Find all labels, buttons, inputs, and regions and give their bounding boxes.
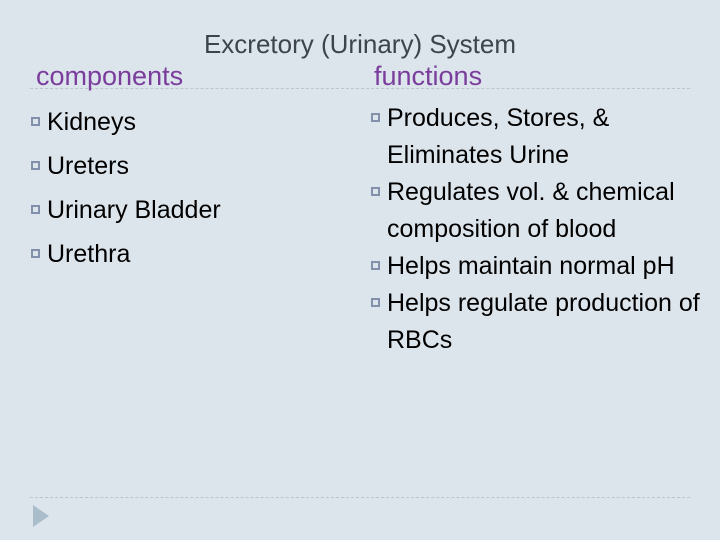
list-item-label: Urethra — [47, 240, 131, 268]
components-list: Kidneys Ureters Urinary Bladder Urethra — [30, 100, 360, 276]
hollow-square-bullet-icon — [371, 113, 380, 122]
hollow-square-bullet-icon — [371, 261, 380, 270]
page-title: Excretory (Urinary) System — [203, 29, 517, 59]
list-item: Produces, Stores, & Eliminates Urine — [370, 100, 700, 174]
footer-divider — [30, 497, 690, 498]
column-heading-components: components — [36, 61, 184, 91]
list-item-label: Kidneys — [47, 108, 136, 136]
functions-column: Produces, Stores, & Eliminates Urine Reg… — [370, 100, 700, 359]
hollow-square-bullet-icon — [31, 249, 40, 258]
list-item: Helps maintain normal pH — [370, 248, 700, 285]
hollow-square-bullet-icon — [371, 298, 380, 307]
list-item-label: Urinary Bladder — [47, 196, 221, 224]
list-item-label: Produces, Stores, & Eliminates Urine — [387, 104, 610, 169]
list-item-label: Helps regulate production of RBCs — [387, 289, 700, 354]
list-item: Kidneys — [30, 100, 360, 144]
column-heading-functions: functions — [374, 61, 483, 91]
list-item: Helps regulate production of RBCs — [370, 285, 700, 359]
list-item-label: Helps maintain normal pH — [387, 252, 675, 280]
hollow-square-bullet-icon — [31, 161, 40, 170]
components-column: Kidneys Ureters Urinary Bladder Urethra — [30, 100, 360, 276]
list-item: Ureters — [30, 144, 360, 188]
list-item: Urethra — [30, 232, 360, 276]
list-item: Urinary Bladder — [30, 188, 360, 232]
list-item-label: Regulates vol. & chemical composition of… — [387, 178, 675, 243]
functions-list: Produces, Stores, & Eliminates Urine Reg… — [370, 100, 700, 359]
list-item: Regulates vol. & chemical composition of… — [370, 174, 700, 248]
hollow-square-bullet-icon — [31, 117, 40, 126]
hollow-square-bullet-icon — [371, 187, 380, 196]
hollow-square-bullet-icon — [31, 205, 40, 214]
play-arrow-icon[interactable] — [33, 505, 49, 527]
list-item-label: Ureters — [47, 152, 129, 180]
header-divider — [30, 88, 690, 89]
